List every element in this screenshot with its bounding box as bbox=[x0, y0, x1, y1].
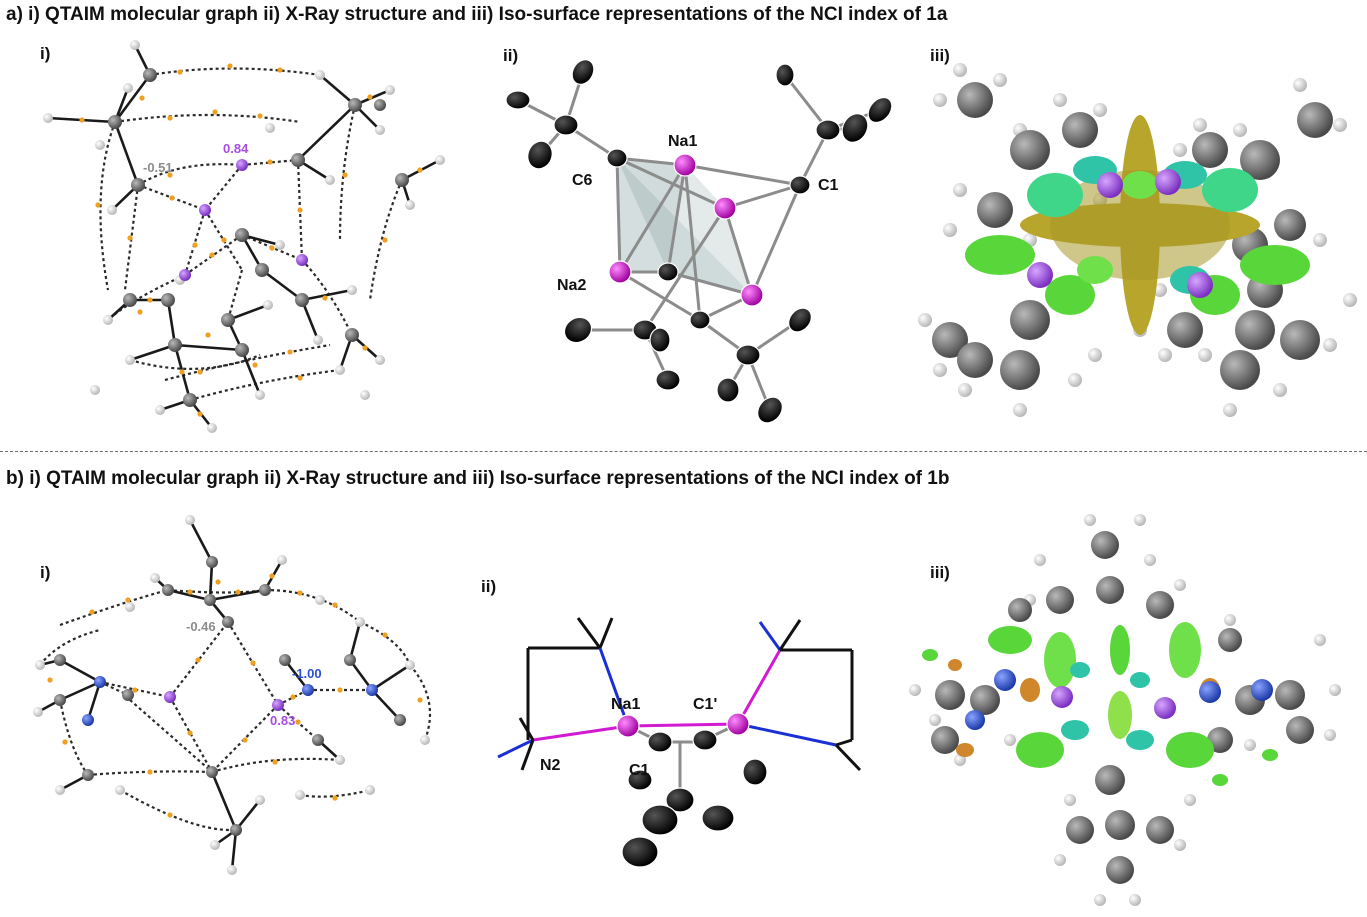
panel-a-xray-structure: Na1 C6 C1 Na2 bbox=[505, 59, 893, 424]
carbon-atoms bbox=[108, 68, 409, 407]
critical-points-b bbox=[47, 573, 423, 818]
panel-b-xray-structure: Na1 C1' N2 C1 bbox=[497, 617, 862, 868]
label-c1-b: C1 bbox=[629, 762, 650, 779]
xray-sodium-ellipsoids-b bbox=[616, 712, 750, 738]
panel-b-qtaim-graph: -0.46 -1.00 0.83 bbox=[33, 515, 432, 875]
value-gray: -0.51 bbox=[143, 160, 173, 175]
sodium-atoms-b bbox=[164, 691, 284, 711]
covalent-bonds-b bbox=[37, 519, 411, 871]
label-na2: Na2 bbox=[557, 277, 586, 294]
xray-carbon-ellipsoids-b bbox=[621, 729, 768, 868]
sodium-atoms bbox=[179, 159, 308, 281]
panel-a-i-label: i) bbox=[40, 44, 51, 63]
carbon-atoms-b bbox=[54, 556, 406, 836]
label-c1prime: C1' bbox=[693, 696, 717, 713]
nci-isosurfaces bbox=[965, 115, 1310, 335]
label-na1: Na1 bbox=[668, 133, 697, 150]
label-c6: C6 bbox=[572, 172, 593, 189]
panel-b-iii-label: iii) bbox=[930, 563, 950, 582]
value-gray-b: -0.46 bbox=[186, 619, 216, 634]
critical-points bbox=[79, 63, 423, 417]
xray-sodium-ellipsoids bbox=[608, 153, 764, 307]
panel-b-ii-label: ii) bbox=[481, 577, 497, 596]
nci-isosurfaces-b bbox=[922, 622, 1278, 786]
panel-b-i-label: i) bbox=[40, 563, 51, 582]
label-n2: N2 bbox=[540, 757, 561, 774]
value-blue-b: -1.00 bbox=[292, 666, 322, 681]
label-na1-b: Na1 bbox=[611, 696, 640, 713]
panel-a-iii-label: iii) bbox=[930, 46, 950, 65]
hydrogen-atoms-b bbox=[33, 515, 430, 875]
bond-paths bbox=[99, 67, 404, 402]
section-divider bbox=[0, 451, 1367, 452]
panel-a-nci-isosurface bbox=[918, 63, 1357, 417]
panel-a-ii-label: ii) bbox=[503, 46, 519, 65]
xray-carbon-ellipsoids bbox=[505, 59, 893, 424]
panel-b-heading: b) i) QTAIM molecular graph ii) X-Ray st… bbox=[6, 468, 950, 489]
panel-a-qtaim-graph: -0.51 0.84 bbox=[43, 40, 445, 433]
label-c1: C1 bbox=[818, 177, 839, 194]
panel-b-nci-isosurface bbox=[909, 514, 1341, 906]
hydrogen-atoms bbox=[43, 40, 445, 433]
nitrogen-atoms-b bbox=[82, 676, 378, 726]
value-purple-b: 0.83 bbox=[270, 713, 295, 728]
panel-a-heading: a) i) QTAIM molecular graph ii) X-Ray st… bbox=[6, 4, 948, 25]
value-purple: 0.84 bbox=[223, 141, 249, 156]
